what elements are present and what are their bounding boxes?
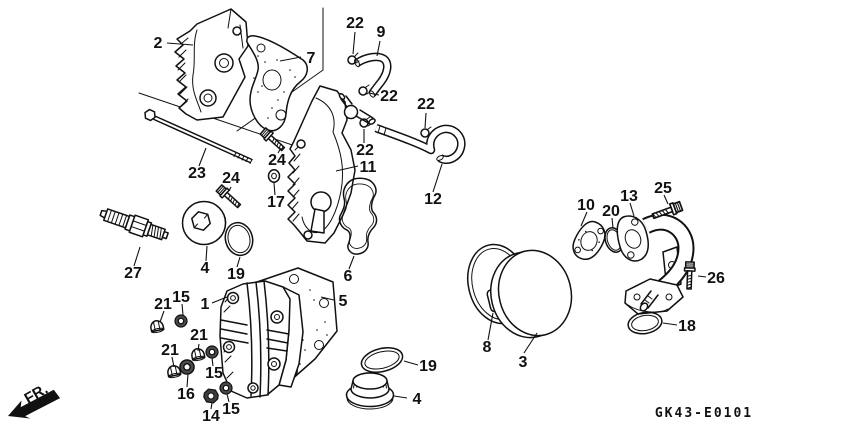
callout-washer-15-a: 15 [172, 289, 190, 306]
callout-washer-15-b: 15 [205, 365, 223, 382]
part-10-gasket-drawing [572, 220, 606, 261]
callout-clip-22-hose: 22 [417, 96, 435, 113]
part-2-camshaft-holder-drawing [174, 8, 249, 121]
callout-part-9: 9 [377, 24, 386, 41]
part-16-washer [179, 359, 195, 375]
diagram-code: GK43-E0101 [655, 406, 753, 421]
part-21-cap-nut-a [148, 318, 165, 335]
callout-part-13: 13 [620, 188, 638, 205]
part-13-intake-manifold-drawing [616, 213, 695, 315]
part-24-bolt-left [214, 183, 244, 211]
part-19-oring-bottom-drawing [360, 346, 404, 374]
callout-clip-22-top: 22 [346, 15, 364, 32]
callout-part-20: 20 [602, 203, 620, 220]
callout-part-1: 1 [201, 296, 210, 313]
callout-part-26: 26 [707, 270, 725, 287]
callout-part-7: 7 [307, 50, 316, 67]
callout-part-6: 6 [344, 268, 353, 285]
callout-clip-22-mid: 22 [380, 88, 398, 105]
part-1-cylinder-head-cover-drawing [219, 280, 304, 399]
part-23-stud-bolt-drawing [144, 108, 253, 164]
callout-part-19-top: 19 [227, 266, 245, 283]
callout-clip-22-lower: 22 [356, 142, 374, 159]
callout-part-4-top: 4 [201, 260, 210, 277]
callout-part-18: 18 [678, 318, 696, 335]
part-6-gasket-drawing [338, 177, 378, 255]
callout-part-24-left: 24 [222, 170, 240, 187]
part-9-hose-drawing [354, 52, 392, 98]
part-18-oring-drawing [627, 311, 663, 335]
callout-part-10: 10 [577, 197, 595, 214]
callout-part-2: 2 [154, 35, 163, 52]
part-15-washer-c [219, 381, 233, 395]
gasket-stipple-texture [299, 289, 328, 365]
part-11-pipe-fitting [338, 92, 376, 125]
callout-nut-14: 14 [202, 408, 220, 425]
part-19-oring-top-drawing [224, 221, 254, 257]
callout-nut-21-c: 21 [161, 342, 179, 359]
part-3-side-cover-drawing [490, 249, 573, 339]
callout-part-27: 27 [124, 265, 142, 282]
callout-part-3: 3 [519, 354, 528, 371]
callout-part-8: 8 [483, 339, 492, 356]
part-17-washer-drawing [267, 169, 281, 183]
callout-nut-21-a: 21 [154, 296, 172, 313]
part-14-nut-drawing [203, 388, 219, 404]
part-11-side-cover-drawing [287, 85, 376, 244]
callout-labels: 2 7 22 9 22 22 22 11 12 23 24 24 17 27 4… [124, 15, 725, 425]
callout-washer-16: 16 [177, 386, 195, 403]
front-direction-arrow [8, 389, 61, 419]
part-7-gasket-drawing [246, 35, 308, 132]
part-27-spark-plug-drawing [99, 208, 169, 241]
callout-part-23: 23 [188, 165, 206, 182]
callout-part-12: 12 [424, 191, 442, 208]
part-15-washer-b [205, 345, 219, 359]
callout-part-5: 5 [339, 293, 348, 310]
callout-part-19-bottom: 19 [419, 358, 437, 375]
callout-part-24-right: 24 [268, 152, 286, 169]
clip-22-top [347, 52, 360, 65]
part-4-cap-bottom-drawing [345, 372, 395, 410]
callout-part-25: 25 [654, 180, 672, 197]
callout-part-11: 11 [360, 159, 377, 176]
part-15-washer-a [174, 314, 188, 328]
callout-washer-15-c: 15 [222, 401, 240, 418]
clip-22-mid [358, 84, 371, 96]
callout-leader-lines [133, 31, 707, 410]
part-4-cap-top-drawing [181, 200, 227, 246]
callout-part-17: 17 [267, 194, 285, 211]
part-12-hose-drawing [374, 124, 466, 165]
callout-nut-21-b: 21 [190, 327, 208, 344]
callout-part-4-bottom: 4 [413, 391, 422, 408]
gasket-stipple-texture [253, 55, 296, 119]
clip-22-instances [347, 52, 433, 138]
